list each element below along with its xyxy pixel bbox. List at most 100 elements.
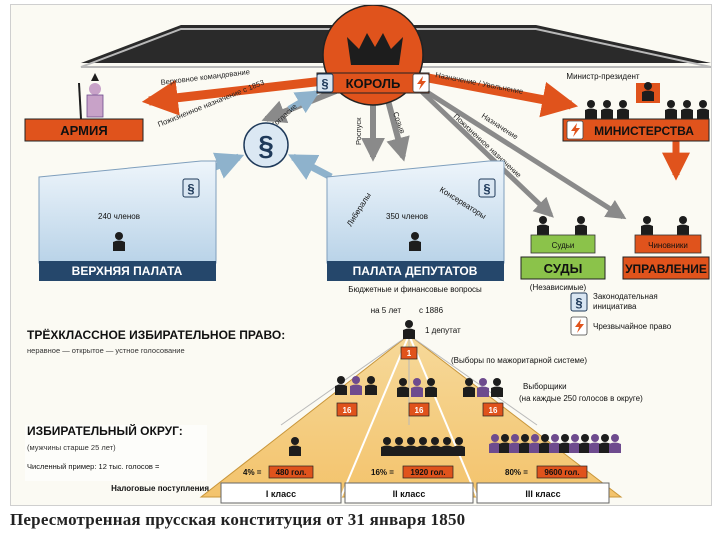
ministries-emergency-icon (566, 120, 584, 140)
class3-tab (476, 482, 610, 504)
district-panel: ИЗБИРАТЕЛЬНЫЙ ОКРУГ: (мужчины старше 25 … (25, 423, 209, 493)
class3-electors-box (482, 402, 504, 417)
administration-label: УПРАВЛЕНИЕ (625, 262, 707, 276)
upper-house-members: 240 членов (98, 212, 140, 221)
class1-electors-box (336, 402, 358, 417)
class3-pct: 80% = (505, 468, 528, 477)
label-dissolution: Роспуск (354, 117, 363, 145)
majority-label: (Выборы по мажоритарной системе) (451, 356, 587, 365)
arrow-supreme-command (141, 74, 342, 116)
figure-caption: Пересмотренная прусская конституция от 3… (10, 510, 466, 529)
term-label: на 5 лет (371, 306, 402, 315)
tax-label: Налоговые поступления (111, 484, 209, 493)
class2-votes: 1920 гол. (410, 468, 445, 477)
chamber-box (327, 261, 504, 281)
class3-label: III класс (525, 489, 560, 499)
courts-box (520, 256, 606, 280)
minister-president-label: Министр-президент (566, 72, 640, 81)
district-age: (мужчины старше 25 лет) (27, 443, 116, 452)
class1-votes: 480 гол. (276, 468, 307, 477)
administration-sublabel: Чиновники (648, 241, 688, 250)
upper-house-legislative-icon (182, 178, 200, 198)
legislative-initiative-icon (316, 73, 334, 93)
class2-electors: 16 (415, 406, 424, 415)
roof-outline (80, 28, 711, 68)
courts-sublabel: Судьи (552, 241, 575, 250)
class2-pct: 16% = (371, 468, 394, 477)
army-label: АРМИЯ (60, 123, 107, 138)
term-since-label: с 1886 (419, 306, 444, 315)
emergency-right-icon (412, 73, 430, 93)
legend-legislative-label-1: Законодательная (593, 292, 658, 301)
courts-label: СУДЫ (544, 261, 583, 276)
arrow-consent (287, 90, 321, 114)
legend-legislative-label-2: инициатива (593, 302, 637, 311)
ministries-box (562, 118, 710, 142)
upper-house-box (39, 261, 216, 281)
consent-circle (243, 122, 289, 168)
courts-node: Судьи СУДЫ (Независимые) (520, 216, 606, 292)
chamber-node: 350 членов Либералы Консерваторы ПАЛАТА … (326, 160, 505, 294)
class2-label: II класс (393, 489, 426, 499)
upper-house-node: 240 членов ВЕРХНЯЯ ПАЛАТА (38, 160, 217, 281)
legend-emergency-icon (570, 316, 588, 336)
army-node: АРМИЯ (24, 73, 144, 142)
ministries-label: МИНИСТЕРСТВА (594, 124, 694, 138)
district-title: ИЗБИРАТЕЛЬНЫЙ ОКРУГ: (27, 423, 183, 438)
courts-bench (530, 234, 596, 254)
diagram-frame: § Верховное командование Пожизненное наз… (10, 4, 712, 506)
chamber-panel (326, 160, 505, 264)
legend: Законодательная инициатива Чрезвычайное … (570, 292, 672, 336)
electors-note: (на каждые 250 голосов в округе) (519, 394, 643, 403)
class-tabs: I класс II класс III класс (220, 482, 610, 504)
chamber-powers: Бюджетные и финансовые вопросы (348, 285, 482, 294)
suffrage-title: ТРЁХКЛАССНОЕ ИЗБИРАТЕЛЬНОЕ ПРАВО: (27, 327, 285, 342)
class3-votes: 9600 гол. (544, 468, 579, 477)
administration-bench (634, 234, 702, 254)
paragraph-icon: § (258, 130, 274, 161)
ministries-node: Министр-президент МИНИСТЕРСТВА (562, 72, 710, 142)
soldier-icon (78, 73, 104, 120)
class-votes: 4% = 480 гол. 16% = 1920 гол. 80% = 9600… (243, 465, 588, 479)
electors-label: Выборщики (523, 382, 567, 391)
administration-node: Чиновники УПРАВЛЕНИЕ (622, 216, 710, 280)
administration-box (622, 256, 710, 280)
label-supreme-command: Верховное командование (160, 67, 250, 87)
class1-label: I класс (266, 489, 296, 499)
district-example: Численный пример: 12 тыс. голосов = (27, 462, 160, 471)
arrow-appoint-dismiss (422, 72, 579, 118)
courts-note: (Независимые) (530, 283, 587, 292)
crown-icon (347, 33, 403, 65)
district-panel-bg (25, 425, 207, 481)
army-box (24, 118, 144, 142)
class3-electors: 16 (489, 406, 498, 415)
suffrage-subtitle: неравное — открытое — устное голосование (27, 346, 185, 355)
class2-tab (344, 482, 474, 504)
arrow-chamber-to-consent (288, 153, 333, 181)
consent-node: § (243, 122, 289, 168)
chamber-members: 350 членов (386, 212, 428, 221)
king-label: КОРОЛЬ (346, 76, 401, 91)
chamber-legislative-icon (478, 178, 496, 198)
arrow-convocation (383, 92, 410, 162)
deputy-count: 1 (407, 349, 412, 358)
class2-votes-box (402, 465, 454, 479)
class1-electors: 16 (343, 406, 352, 415)
deputy-node: на 5 лет с 1886 1 депутат 1 (Выборы по м… (371, 306, 588, 365)
suffrage-heading: ТРЁХКЛАССНОЕ ИЗБИРАТЕЛЬНОЕ ПРАВО: неравн… (27, 327, 285, 355)
upper-house-panel (38, 160, 217, 264)
deputy-label: 1 депутат (425, 326, 461, 335)
legend-legislative-icon (570, 292, 588, 312)
chamber-label: ПАЛАТА ДЕПУТАТОВ (353, 264, 478, 278)
arrows (141, 72, 690, 220)
class1-votes-box (268, 465, 314, 479)
deputy-count-box (400, 346, 418, 360)
class1-tab (220, 482, 342, 504)
deputy-icon (403, 320, 415, 339)
king-node: КОРОЛЬ (316, 5, 430, 106)
arrow-lifetime-appointment (417, 87, 554, 218)
electors-row: 16 16 16 Выборщики (на каждые 250 голосо… (335, 376, 643, 417)
class3-votes-box (536, 465, 588, 479)
upper-house-label: ВЕРХНЯЯ ПАЛАТА (72, 264, 183, 278)
class2-electors-box (408, 402, 430, 417)
